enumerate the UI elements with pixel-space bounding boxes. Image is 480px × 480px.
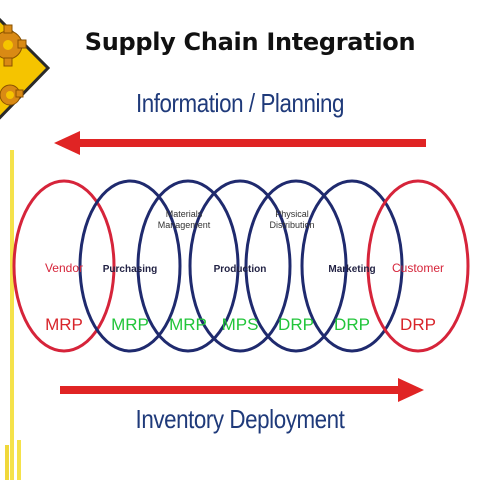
stage-plan-purchasing: MRP xyxy=(111,315,149,334)
decorative-stripe xyxy=(5,445,9,480)
page-title: Supply Chain Integration xyxy=(84,28,416,56)
stage-ring-materials-management xyxy=(136,179,240,353)
gear-warning-icon xyxy=(0,17,50,120)
stage-name-customer: Customer xyxy=(392,261,444,275)
stage-plan-physical-distribution: DRP xyxy=(278,315,314,334)
stage-ring-physical-distribution xyxy=(244,179,348,353)
stage-name-production: Production xyxy=(214,264,267,275)
stage-plan-production: MPS xyxy=(222,315,259,334)
stage-plan-materials-management: MRP xyxy=(169,315,207,334)
stage-plan-customer: DRP xyxy=(400,315,436,334)
stage-name-purchasing: Purchasing xyxy=(103,264,157,275)
stage-ring-vendor xyxy=(12,179,116,353)
stage-plan-vendor: MRP xyxy=(45,315,83,334)
stage-ring-production xyxy=(188,179,292,353)
decorative-stripe xyxy=(10,150,14,480)
inventory-flow-arrow xyxy=(60,378,424,402)
decorative-stripe xyxy=(17,440,21,480)
information-planning-label: Information / Planning xyxy=(135,88,345,118)
stage-name-marketing: Marketing xyxy=(328,264,375,275)
information-flow-arrow xyxy=(54,131,426,155)
stage-ring-purchasing xyxy=(78,179,182,353)
inventory-deployment-label: Inventory Deployment xyxy=(135,404,345,434)
stage-ring-customer xyxy=(366,179,470,353)
stage-name-vendor: Vendor xyxy=(45,261,83,275)
stage-plan-marketing: DRP xyxy=(334,315,370,334)
stage-ring-marketing xyxy=(300,179,404,353)
